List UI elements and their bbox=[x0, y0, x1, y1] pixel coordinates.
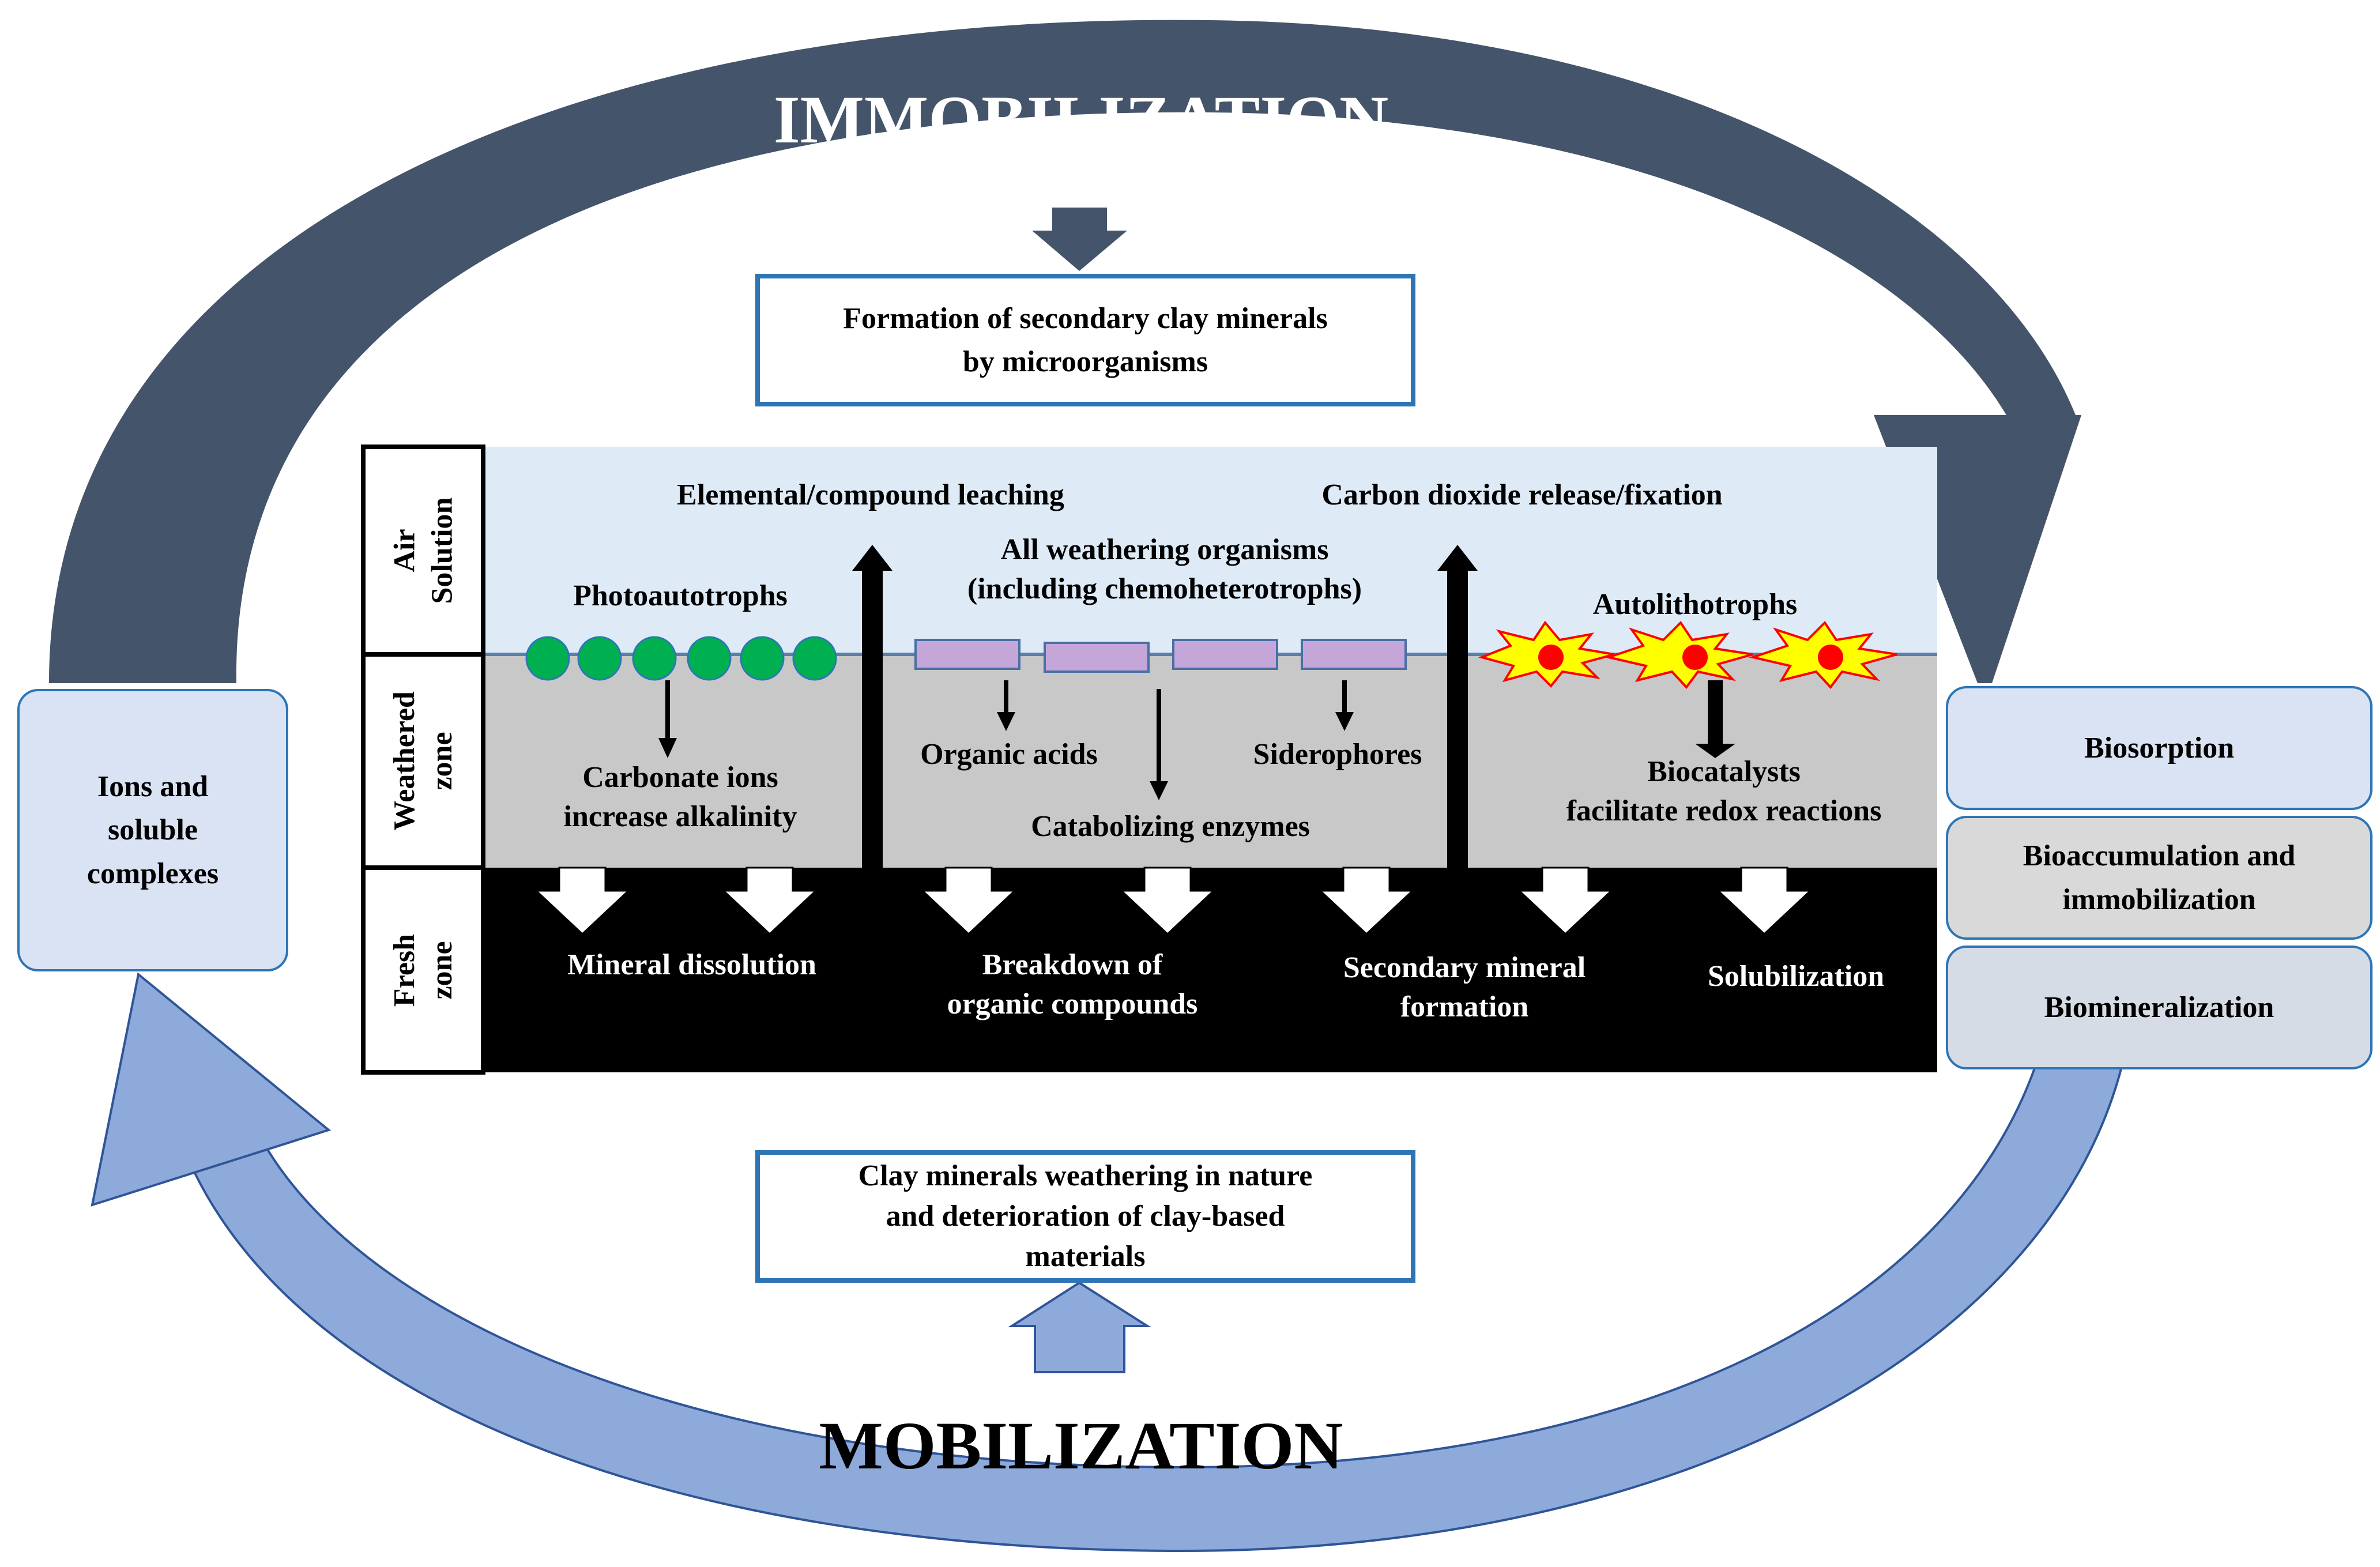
solubilization-label: Solubilization bbox=[1707, 960, 1885, 993]
leaching-up-arrow bbox=[852, 545, 892, 868]
mobilization-up-arrow bbox=[1008, 1281, 1151, 1373]
immobilization-down-arrow bbox=[1032, 208, 1127, 271]
bioaccumulation-box: Bioaccumulation and immobilization bbox=[1946, 816, 2373, 940]
mobilization-title: MOBILIZATION bbox=[819, 1408, 1343, 1483]
weathered-down-arrows bbox=[658, 680, 1735, 800]
autolithotroph-cells bbox=[1478, 620, 1897, 690]
weathered-zone-label: Weathered zone bbox=[388, 691, 459, 831]
photoautotroph-cells bbox=[525, 636, 837, 681]
catabolizing-enzymes-label: Catabolizing enzymes bbox=[1031, 810, 1310, 843]
fresh-zone-label: Fresh zone bbox=[387, 933, 458, 1007]
zone-label-weathered bbox=[361, 652, 485, 870]
zone-label-fresh bbox=[361, 865, 485, 1075]
weathered-zone bbox=[483, 654, 1937, 868]
leaching-label: Elemental/compound leaching bbox=[677, 479, 1064, 511]
immobilization-title: IMMOBILIZATION bbox=[773, 82, 1389, 157]
breakdown-organic-label: Breakdown of organic compounds bbox=[947, 948, 1198, 1020]
biomineralization-box: Biomineralization bbox=[1946, 946, 2373, 1069]
clay-weathering-box: Clay minerals weathering in nature and d… bbox=[755, 1150, 1415, 1283]
carbonate-ions-label: Carbonate ions increase alkalinity bbox=[563, 761, 797, 833]
co2-up-arrow bbox=[1437, 545, 1478, 868]
autolithotrophs-label: Autolithotrophs bbox=[1592, 588, 1798, 621]
biocatalysts-label: Biocatalysts facilitate redox reactions bbox=[1566, 755, 1882, 827]
photoautotrophs-label: Photoautotrophs bbox=[573, 579, 788, 612]
siderophores-label: Siderophores bbox=[1253, 738, 1422, 771]
fresh-zone-arrows bbox=[534, 867, 1813, 936]
mineral-dissolution-label: Mineral dissolution bbox=[567, 948, 816, 981]
air-zone bbox=[483, 447, 1937, 654]
mobilization-arrowhead bbox=[91, 972, 332, 1207]
co2-label: Carbon dioxide release/fixation bbox=[1321, 479, 1723, 511]
air-zone-label: Air Solution bbox=[387, 497, 458, 604]
ions-complexes-box: Ions and soluble complexes bbox=[17, 689, 288, 971]
weathering-organism-bars bbox=[914, 639, 1407, 673]
immobilization-arc bbox=[49, 20, 2076, 683]
biosorption-box: Biosorption bbox=[1946, 686, 2373, 810]
all-weathering-organisms-label: All weathering organisms (including chem… bbox=[967, 533, 1362, 605]
secondary-clay-formation-box: Formation of secondary clay minerals by … bbox=[755, 274, 1415, 406]
organic-acids-label: Organic acids bbox=[920, 738, 1098, 771]
secondary-mineral-label: Secondary mineral formation bbox=[1343, 951, 1586, 1023]
